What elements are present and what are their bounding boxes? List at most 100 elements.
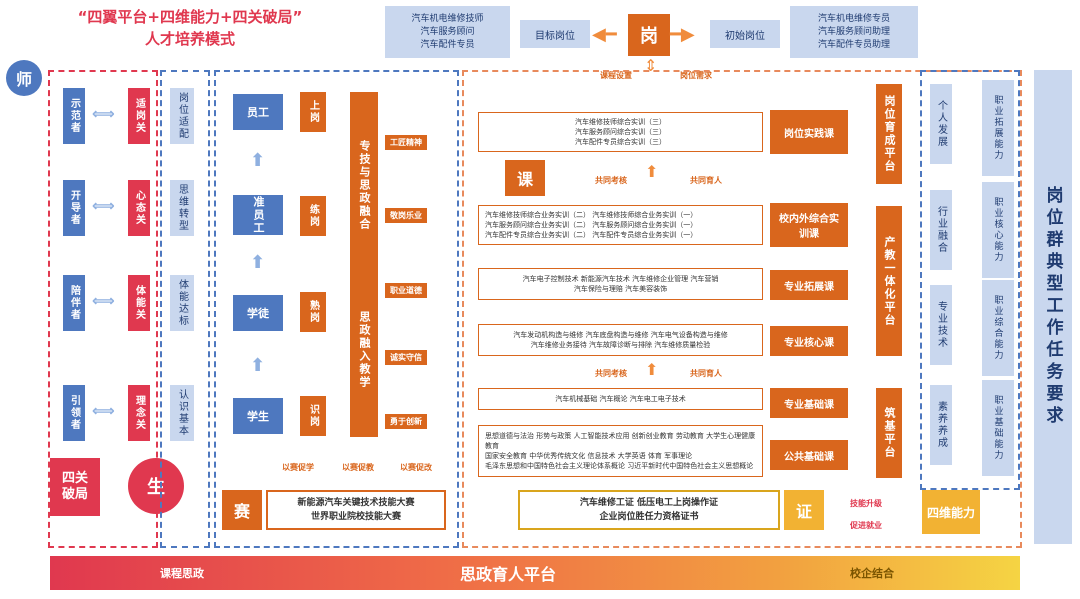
student-panel — [160, 70, 210, 548]
bottom-bar: 课程思政 思政育人平台 校企结合 — [50, 556, 1020, 590]
cert-label: 证 — [795, 502, 812, 521]
course-item: 汽车配件专员综合业务实训（二） 汽车配件专员综合业务实训（一） — [485, 231, 698, 239]
teacher-role: 引领者 — [63, 385, 85, 441]
course-settings-label: 课程设置 — [600, 71, 632, 80]
ability-box: 职业核心能力 — [982, 182, 1014, 278]
four-gates-label: 四关破局 — [61, 471, 88, 502]
double-arrow-icon: ⟺ — [92, 104, 115, 123]
target-post-label: 目标岗位 — [535, 30, 575, 42]
cert-line: 汽车维修工证 低压电工上岗操作证 — [579, 498, 719, 508]
course-name: 校内外综合实训课 — [770, 203, 848, 247]
initial-post-label: 初始岗位 — [725, 30, 765, 42]
course-name: 专业基础课 — [770, 388, 848, 418]
ability-box: 职业拓展能力 — [982, 80, 1014, 176]
arrow-left-icon: ◀━ — [592, 24, 617, 45]
cert-line: 企业岗位胜任力资格证书 — [599, 512, 699, 522]
target-post-box: 目标岗位 — [520, 20, 590, 48]
student-item: 体能达标 — [170, 275, 194, 331]
student-item: 认识基本 — [170, 385, 194, 441]
ability-box: 职业基础能力 — [982, 380, 1014, 476]
dim-box: 专业技术 — [930, 285, 952, 365]
bottom-center: 思政育人平台 — [460, 565, 557, 584]
bottom-right: 校企结合 — [850, 567, 894, 580]
cert-badge: 证 — [784, 490, 824, 530]
course-item: 汽车维修技师综合实训（三） — [575, 118, 666, 126]
course-list: 汽车维修技师综合业务实训（二） 汽车维修技师综合业务实训（一） 汽车服务顾问综合… — [478, 205, 763, 245]
platform: 筑基平台 — [876, 388, 902, 478]
course-item: 汽车维修技师综合业务实训（二） 汽车维修技师综合业务实训（一） — [485, 211, 698, 219]
top-right-item: 汽车机电维修专员 — [817, 13, 890, 24]
compete-label: 赛 — [233, 502, 250, 521]
teacher-role: 开导者 — [63, 180, 85, 236]
course-list: 汽车发动机构造与维修 汽车底盘构造与维修 汽车电气设备构造与维修 汽车维修业务接… — [478, 324, 763, 356]
top-right-box: 汽车机电维修专员 汽车服务顾问助理 汽车配件专员助理 — [790, 6, 918, 58]
student-item: 岗位适配 — [170, 88, 194, 144]
teacher-circle: 师 — [6, 60, 42, 96]
course-name: 专业核心课 — [770, 326, 848, 356]
growth-left: 员工 — [233, 94, 283, 130]
growth-right: 识岗 — [300, 396, 326, 436]
title-line-1: “四翼平台+四维能力+四关破局” — [77, 8, 303, 26]
header-title: “四翼平台+四维能力+四关破局” 人才培养模式 — [60, 6, 320, 50]
compete-badge: 赛 — [222, 490, 262, 530]
course-panel — [462, 70, 1022, 548]
platform: 岗位育成平台 — [876, 84, 902, 184]
initial-post-box: 初始岗位 — [710, 20, 780, 48]
teacher-role: 陪伴者 — [63, 275, 85, 331]
course-item: 汽车配件专员综合实训（三） — [575, 138, 666, 146]
course-item: 汽车维修业务接待 汽车故障诊断与排除 汽车维修质量检验 — [530, 341, 711, 349]
top-right-item: 汽车服务顾问助理 — [817, 26, 890, 37]
co-assess-label: 共同考核 — [595, 176, 627, 185]
ideology-lower: 思政融入教学 — [358, 311, 371, 389]
growth-right: 熟岗 — [300, 292, 326, 332]
post-center-box: 岗 — [628, 14, 670, 56]
teacher-gate: 心态关 — [128, 180, 150, 236]
value-tag: 职业道德 — [385, 283, 427, 298]
course-badge: 课 — [505, 160, 545, 196]
promote-job-label: 促进就业 — [850, 521, 882, 530]
compete-line: 新能源汽车关键技术技能大赛 — [297, 498, 415, 508]
value-tag: 工匠精神 — [385, 135, 427, 150]
course-item: 毛泽东思想和中国特色社会主义理论体系概论 习近平新时代中国特色社会主义思想概论 — [485, 462, 754, 470]
course-name: 公共基础课 — [770, 440, 848, 470]
bottom-left: 课程思政 — [160, 567, 204, 580]
growth-right: 上岗 — [300, 92, 326, 132]
title-line-2: 人才培养模式 — [144, 30, 235, 48]
platform: 产教一体化平台 — [876, 206, 902, 356]
course-item: 汽车服务顾问综合业务实训（二） 汽车服务顾问综合业务实训（一） — [485, 221, 698, 229]
double-arrow-icon: ⟺ — [92, 401, 115, 420]
dim-box: 个人发展 — [930, 84, 952, 164]
compete-line: 世界职业院校技能大赛 — [310, 512, 401, 522]
teacher-panel — [48, 70, 158, 548]
co-teach-label: 共同育人 — [690, 176, 722, 185]
course-item: 汽车保险与理赔 汽车美容装饰 — [573, 285, 668, 293]
growth-left: 学生 — [233, 398, 283, 434]
dim-box: 行业融合 — [930, 190, 952, 270]
four-dims-label: 四维能力 — [926, 505, 975, 520]
double-arrow-icon: ⟺ — [92, 196, 115, 215]
top-right-item: 汽车配件专员助理 — [817, 39, 890, 50]
value-tag: 诚实守信 — [385, 350, 427, 365]
vertical-title: 岗位群典型工作任务要求 — [1034, 70, 1072, 544]
dims-panel — [920, 70, 1020, 490]
course-item: 思想道德与法治 形势与政策 人工智能技术应用 创新创业教育 劳动教育 大学生心理… — [485, 432, 756, 450]
growth-left: 学徒 — [233, 295, 283, 331]
course-item: 汽车电子控制技术 新能源汽车技术 汽车维修企业管理 汽车营销 — [522, 275, 719, 283]
course-name: 岗位实践课 — [770, 110, 848, 154]
co-assess-label: 共同考核 — [595, 369, 627, 378]
student-item: 思维转型 — [170, 180, 194, 236]
top-left-item: 汽车服务顾问 — [420, 26, 475, 37]
arrow-right-icon: ━▶ — [670, 24, 695, 45]
growth-right: 练岗 — [300, 196, 326, 236]
post-requirements-label: 岗位需求 — [680, 71, 712, 80]
growth-left: 准员工 — [233, 195, 283, 235]
course-item: 国家安全教育 中华优秀传统文化 信息技术 大学英语 体育 军事理论 — [485, 452, 693, 460]
ideology-column: 专技与思政融合 思政融入教学 — [350, 92, 378, 437]
teacher-gate: 体能关 — [128, 275, 150, 331]
promote-teaching-label: 以赛促教 — [342, 463, 374, 472]
course-item: 汽车发动机构造与维修 汽车底盘构造与维修 汽车电气设备构造与维修 — [513, 331, 728, 339]
promote-learning-label: 以赛促学 — [282, 463, 314, 472]
cert-text-box: 汽车维修工证 低压电工上岗操作证 企业岗位胜任力资格证书 — [518, 490, 780, 530]
growth-panel — [214, 70, 459, 548]
up-arrow-icon: ⬆ — [645, 360, 659, 379]
